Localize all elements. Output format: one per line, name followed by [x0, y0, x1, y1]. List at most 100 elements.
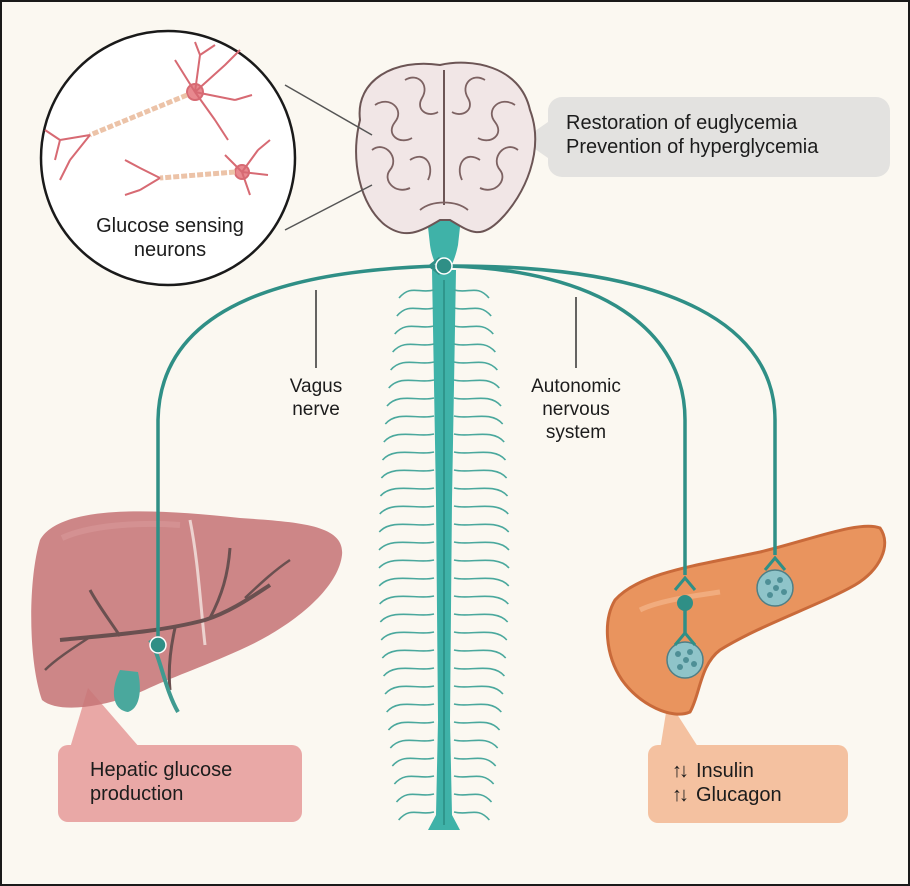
spinal-nerve-branch — [453, 289, 490, 299]
spinal-nerve-branch — [453, 559, 510, 569]
spinal-nerve-branch — [453, 613, 509, 623]
spinal-nerve-branch — [453, 595, 509, 605]
pancreas-node — [677, 595, 693, 611]
spinal-nerve-branch — [387, 721, 435, 731]
vagus-nerve-label: Vagus nerve — [266, 376, 366, 422]
spinal-nerve-branch — [453, 487, 509, 497]
neuron-magnifier-circle — [39, 29, 297, 287]
brain-note-line2: Prevention of hyperglycemia — [566, 136, 819, 158]
spinal-nerve-branch — [453, 739, 499, 749]
spinal-nerve-branch — [379, 595, 435, 605]
spinal-nerve-branch — [384, 685, 435, 695]
nerve-to-islet-left — [447, 264, 687, 575]
autonomic-label: Autonomic nervous system — [506, 376, 646, 444]
spinal-nerve-branch — [380, 631, 435, 641]
glucagon-label: Glucagon — [696, 784, 782, 806]
brain-note-text: Restoration of euglycemia Prevention of … — [566, 111, 818, 159]
vagus-to-liver — [156, 264, 441, 645]
autonomic-label-line1: Autonomic — [531, 376, 621, 397]
spinal-nerve-branch — [379, 613, 435, 623]
spinal-nerve-branch — [392, 343, 435, 353]
brainstem-node — [435, 257, 453, 275]
spinal-nerve-branch — [453, 415, 504, 425]
liver-note-line1: Hepatic glucose — [90, 759, 233, 781]
liver-illustration — [31, 511, 343, 714]
spinal-nerve-branch — [453, 667, 506, 677]
vagus-label-line2: nerve — [292, 398, 340, 420]
spinal-nerve-branch — [453, 379, 500, 389]
liver-note-line2: production — [90, 783, 184, 805]
glucagon-row: ↑↓ Glucagon — [672, 783, 782, 807]
spinal-nerve-branch — [389, 739, 435, 749]
spinal-nerve-branch — [381, 649, 435, 659]
spinal-nerve-branch — [398, 811, 435, 821]
spinal-nerve-branch — [453, 523, 510, 533]
spinal-nerve-branch — [453, 757, 497, 767]
brain-note-line1: Restoration of euglycemia — [566, 112, 798, 134]
pancreatic-islet-left — [666, 641, 704, 679]
spinal-nerve-branch — [453, 631, 508, 641]
spinal-nerve-branch — [378, 577, 435, 587]
spinal-nerve-branch — [394, 325, 435, 335]
spinal-nerve-branch — [453, 307, 492, 317]
insulin-label: Insulin — [696, 760, 754, 782]
neurons-label: Glucose sensing neurons — [70, 214, 270, 262]
spinal-nerve-branch — [386, 703, 435, 713]
liver-note-box — [58, 745, 302, 822]
pancreatic-islet-right — [756, 569, 794, 607]
spinal-nerve-branches — [378, 289, 510, 821]
liver-node — [149, 636, 167, 654]
spinal-nerve-branch — [382, 667, 435, 677]
spinal-nerve-branch — [381, 451, 435, 461]
spinal-nerve-branch — [453, 649, 507, 659]
spinal-nerve-branch — [379, 505, 435, 515]
spinal-nerve-branch — [453, 775, 495, 785]
spinal-nerve-branch — [386, 397, 435, 407]
zoom-line-top — [284, 84, 373, 136]
spinal-nerve-branch — [390, 361, 435, 371]
liver-note-text: Hepatic glucose production — [90, 758, 232, 806]
neurons-label-line1: Glucose sensing — [96, 215, 244, 237]
spinal-nerve-branch — [453, 397, 502, 407]
pancreas-note-box — [648, 745, 848, 823]
spinal-nerve-branch — [453, 811, 490, 821]
spinal-nerve-branch — [453, 325, 494, 335]
zoom-line-bottom — [284, 184, 373, 231]
spinal-nerve-branch — [453, 541, 510, 551]
spinal-nerve-branch — [453, 793, 493, 803]
spinal-nerve-branch — [391, 757, 435, 767]
spinal-nerve-branch — [453, 685, 504, 695]
brain-illustration — [355, 61, 537, 235]
insulin-arrows-icon: ↑↓ — [672, 760, 689, 782]
spinal-nerve-branch — [378, 523, 435, 533]
brain-note-box — [548, 97, 890, 177]
spinal-nerve-branch — [380, 469, 435, 479]
spinal-nerve-branch — [453, 361, 498, 371]
spinal-nerve-branch — [453, 343, 496, 353]
vagus-label-line1: Vagus — [289, 376, 343, 397]
spinal-nerve-branch — [453, 703, 502, 713]
insulin-row: ↑↓ Insulin — [672, 759, 782, 783]
spinal-nerve-branch — [393, 775, 435, 785]
spinal-nerve-branch — [453, 433, 505, 443]
spinal-nerve-branch — [379, 487, 435, 497]
spinal-nerve-branch — [453, 721, 501, 731]
spinal-cord — [428, 270, 460, 830]
spinal-nerve-branch — [378, 559, 435, 569]
spinal-nerve-branch — [395, 793, 435, 803]
spinal-nerve-branch — [453, 505, 509, 515]
spinal-nerve-branch — [378, 541, 435, 551]
spinal-nerve-branch — [388, 379, 435, 389]
autonomic-label-line3: system — [545, 421, 607, 443]
neurons-label-line2: neurons — [133, 239, 207, 261]
spinal-nerve-branch — [383, 433, 435, 443]
glucagon-arrows-icon: ↑↓ — [672, 784, 689, 806]
spinal-nerve-branch — [453, 577, 510, 587]
spinal-nerve-branch — [396, 307, 435, 317]
neuron-illustration — [44, 41, 271, 196]
spinal-nerve-branch — [398, 289, 435, 299]
spinal-nerve-branch — [453, 451, 507, 461]
synapse-forks — [427, 256, 787, 646]
